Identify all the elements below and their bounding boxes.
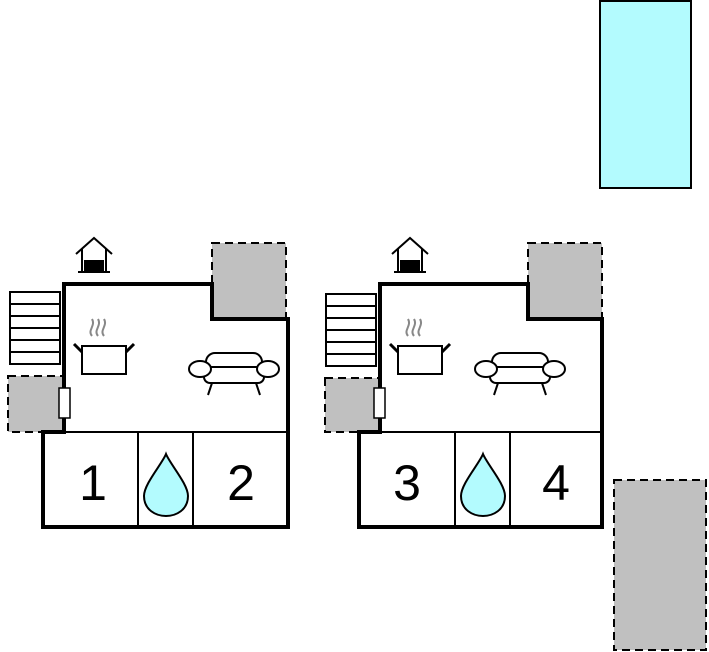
terrace xyxy=(527,242,603,320)
living-area-wall xyxy=(357,282,604,529)
bedroom-label: 3 xyxy=(393,455,421,511)
house-entrance-icon xyxy=(75,237,113,273)
terrace xyxy=(324,377,380,433)
door-icon xyxy=(58,387,71,419)
terrace xyxy=(613,479,707,651)
swimming-pool xyxy=(599,0,692,189)
living-area-wall xyxy=(41,282,290,529)
stairs-icon xyxy=(325,293,377,367)
terrace xyxy=(211,242,287,320)
door-icon xyxy=(373,387,386,419)
bedroom-label: 4 xyxy=(542,455,570,511)
stairs-icon xyxy=(9,291,61,365)
unit-b: 3 4 xyxy=(324,237,604,529)
unit-a: 1 2 xyxy=(7,237,290,529)
bedroom-label: 1 xyxy=(79,455,107,511)
terrace xyxy=(7,375,65,433)
bedroom-label: 2 xyxy=(227,455,255,511)
house-entrance-icon xyxy=(391,237,429,273)
